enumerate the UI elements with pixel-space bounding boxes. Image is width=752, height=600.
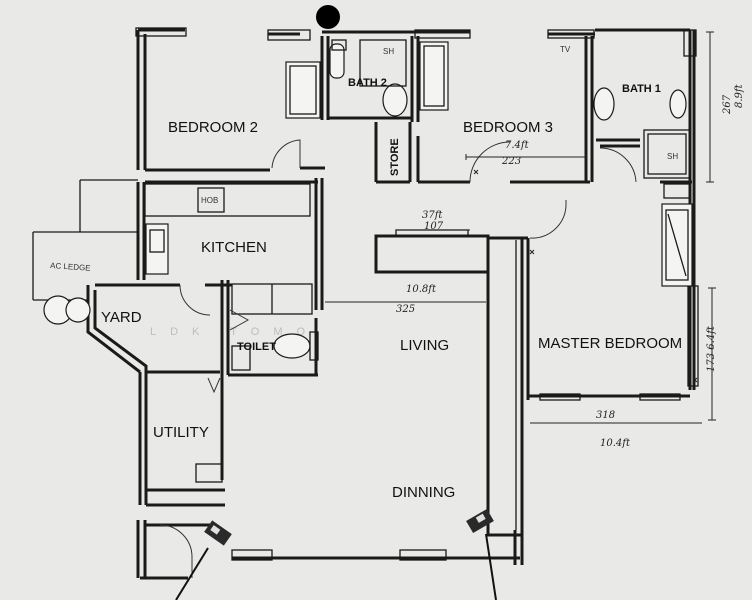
shower-label: SH bbox=[383, 47, 394, 56]
dimension-lines bbox=[325, 31, 716, 424]
room-label-bath1: BATH 1 bbox=[622, 83, 661, 95]
room-label-master-bedroom: MASTER BEDROOM bbox=[538, 335, 682, 352]
dim-master-ft: 10.4ft bbox=[600, 438, 631, 449]
hob-label: HOB bbox=[201, 196, 218, 205]
dim-bench-ft: 37ft bbox=[422, 210, 443, 221]
camera-icon bbox=[466, 508, 497, 600]
dim-living-ft: 10.8ft bbox=[406, 284, 437, 295]
dim-bench-cm: 107 bbox=[424, 221, 444, 232]
room-label-yard: YARD bbox=[101, 309, 142, 326]
dim-bath1-cm: 267 bbox=[722, 94, 733, 115]
dim-living-cm: 325 bbox=[396, 304, 415, 315]
room-label-ac-ledge: AC LEDGE bbox=[50, 261, 91, 273]
room-label-bath2: BATH 2 bbox=[348, 77, 387, 89]
dim-master-cm: 318 bbox=[596, 410, 615, 421]
room-label-kitchen: KITCHEN bbox=[201, 239, 267, 256]
room-label-dinning: DINNING bbox=[392, 484, 455, 501]
shower-label: SH bbox=[667, 152, 678, 161]
room-label-store: STORE bbox=[389, 138, 401, 176]
marker-dot bbox=[316, 5, 340, 29]
fixtures bbox=[43, 39, 698, 578]
room-label-bedroom2: BEDROOM 2 bbox=[168, 119, 258, 136]
dim-bedroom3-cm: 223 bbox=[501, 156, 521, 167]
tv-label: TV bbox=[560, 45, 571, 54]
room-label-bedroom3: BEDROOM 3 bbox=[463, 119, 553, 136]
room-label-living: LIVING bbox=[400, 337, 449, 354]
camera-icon bbox=[175, 520, 232, 600]
dim-master-side: 173 6.4ft bbox=[706, 325, 717, 372]
dim-bedroom3-ft: 7.4ft bbox=[505, 140, 530, 151]
dim-bath1-ft: 8.9ft bbox=[734, 83, 745, 108]
room-label-utility: UTILITY bbox=[153, 424, 209, 441]
interior-walls bbox=[95, 36, 693, 537]
room-label-toilet: TOILET bbox=[237, 341, 276, 353]
